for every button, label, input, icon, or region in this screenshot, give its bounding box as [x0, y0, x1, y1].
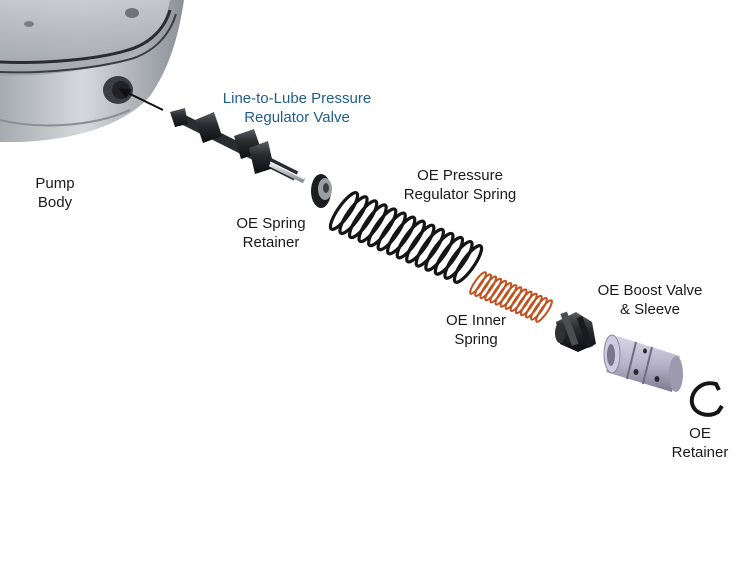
inner-spring-coil: [509, 288, 528, 313]
inner-spring-coil: [529, 296, 548, 321]
label-oe-pressure-regulator-spring-line1: OE Pressure: [417, 167, 503, 184]
arrow-icon: [118, 88, 164, 111]
label-oe-spring-retainer-line2: Retainer: [242, 234, 300, 251]
inner-spring-coil: [489, 279, 508, 304]
outer-spring-coil: [452, 244, 484, 284]
oe-inner-spring: [469, 271, 553, 323]
pump-body: [0, 0, 184, 142]
label-line-to-lube: Line-to-Lube Pressure Regulator Valve: [208, 89, 386, 127]
outer-spring-coil: [367, 207, 398, 248]
label-oe-boost-valve-line2: & Sleeve: [619, 301, 681, 318]
label-oe-retainer: OE Retainer: [660, 424, 740, 462]
label-oe-inner-spring: OE Inner Spring: [436, 311, 516, 349]
label-oe-pressure-regulator-spring: OE Pressure Regulator Spring: [392, 166, 528, 204]
inner-spring-coil: [484, 277, 503, 302]
outer-spring-coil: [376, 211, 407, 252]
label-line-to-lube-line1: Line-to-Lube Pressure: [222, 90, 372, 107]
line-to-lube-valve: [170, 108, 306, 184]
inner-spring-coil: [514, 290, 533, 315]
oe-boost-valve: [555, 311, 596, 352]
outer-spring-coil: [424, 231, 455, 272]
outer-spring-coil: [347, 199, 379, 240]
inner-spring-coil: [474, 273, 493, 298]
outer-spring-coil: [433, 235, 465, 276]
label-oe-spring-retainer: OE Spring Retainer: [224, 214, 318, 252]
label-oe-retainer-line1: OE: [689, 425, 711, 442]
inner-spring-coil: [469, 271, 487, 295]
inner-spring-coil: [499, 284, 518, 308]
outer-spring-coil: [414, 227, 445, 268]
oe-sleeve: [603, 334, 683, 392]
label-oe-boost-valve-line1: OE Boost Valve: [597, 282, 703, 299]
outer-spring-coil: [338, 195, 369, 236]
inner-spring-coil: [524, 294, 543, 319]
label-oe-pressure-regulator-spring-line2: Regulator Spring: [403, 186, 517, 203]
label-oe-inner-spring-line2: Spring: [454, 331, 498, 348]
outer-spring-coil: [357, 203, 388, 244]
outer-spring-coil: [443, 239, 474, 280]
label-oe-boost-valve: OE Boost Valve & Sleeve: [582, 281, 718, 319]
outer-spring-coil: [395, 219, 426, 260]
label-pump-body-line1: Pump: [35, 175, 75, 192]
outer-spring-coil: [405, 223, 436, 264]
outer-spring-coil: [386, 215, 417, 256]
label-oe-spring-retainer-line1: OE Spring: [236, 215, 306, 232]
label-pump-body: Pump Body: [20, 174, 90, 212]
inner-spring-coil: [519, 292, 538, 317]
oe-spring-retainer: [311, 174, 332, 208]
inner-spring-coil: [535, 299, 553, 323]
label-oe-retainer-line2: Retainer: [671, 444, 729, 461]
outer-spring-coil: [328, 191, 360, 231]
oe-retainer: [689, 381, 724, 417]
oe-pressure-regulator-spring: [328, 191, 484, 284]
inner-spring-coil: [504, 286, 523, 310]
label-line-to-lube-line2: Regulator Valve: [244, 109, 350, 126]
label-oe-inner-spring-line1: OE Inner: [445, 312, 507, 329]
inner-spring-coil: [479, 275, 498, 300]
inner-spring-coil: [494, 281, 513, 306]
label-pump-body-line2: Body: [37, 194, 73, 211]
